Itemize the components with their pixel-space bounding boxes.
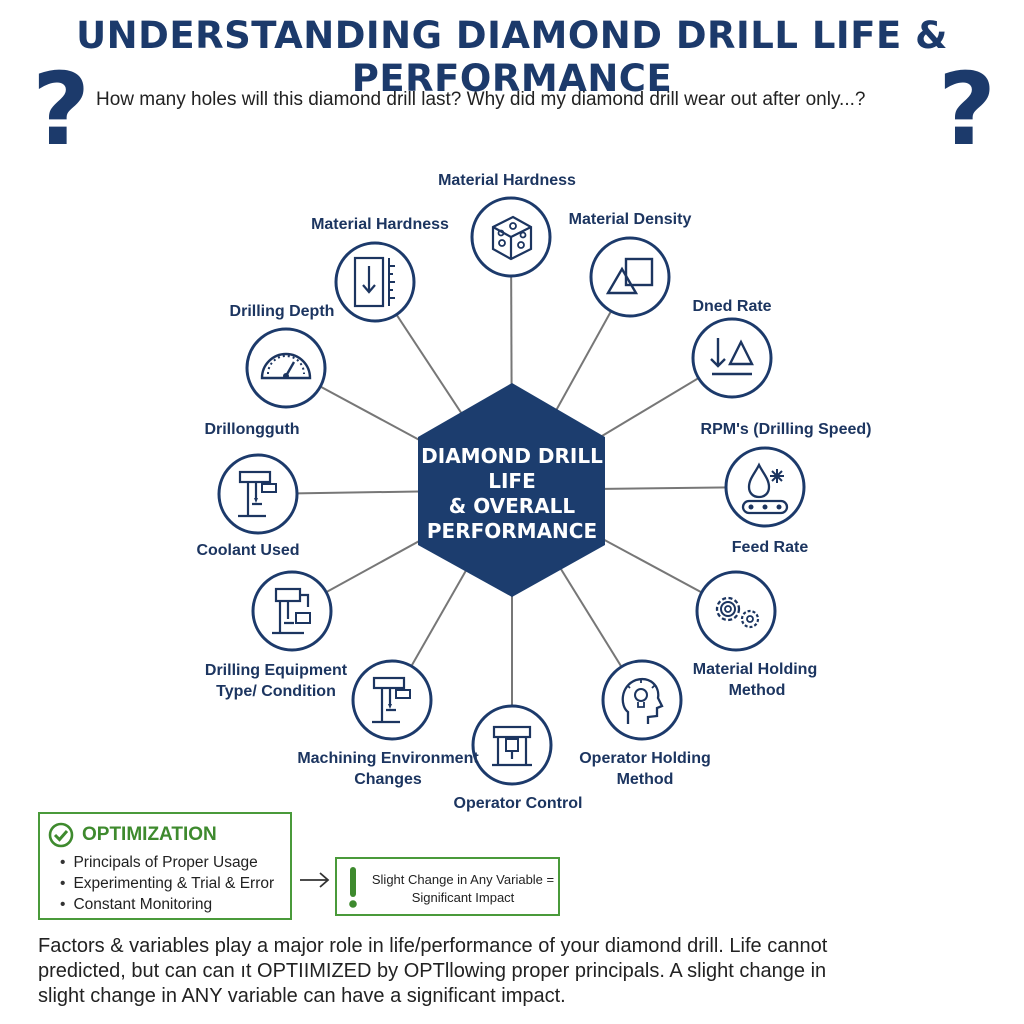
factor-label: Dned Rate [692,298,771,315]
center-text-line: PERFORMANCE [427,519,597,543]
footer-line: slight change in ANY variable can have a… [38,985,566,1007]
list-item: Experimenting & Trial & Error [60,873,274,894]
optimization-box: OPTIMIZATION Principals of Proper Usage … [38,812,292,920]
list-item: Constant Monitoring [60,894,274,915]
factor-circle [695,570,777,652]
factor-label: Operator Holding [579,750,711,767]
question-mark-icon: ? [32,51,91,168]
factor-label: Method [617,771,674,788]
factor-circle [589,236,671,318]
page-title: UNDERSTANDING DIAMOND DRILL LIFE & PERFO… [76,14,948,100]
impact-line: Slight Change in Any Variable = [371,872,555,887]
factor-label: Drillongɡuth [204,421,299,438]
factor-label: Machining Environment [297,750,479,767]
factor-label: Drilling Depth [230,303,335,320]
impact-box: Slight Change in Any Variable = Signific… [335,857,560,916]
factor-circle [217,453,299,535]
center-text-line: LIFE [488,469,536,493]
factor-label: Material Hardness [311,216,449,233]
factor-label: Drilling Equipment [205,662,348,679]
optimization-list: Principals of Proper Usage Experimenting… [60,852,274,915]
check-circle-icon [48,822,74,848]
list-item: Principals of Proper Usage [60,852,274,873]
factor-label: Changes [354,771,422,788]
arrow-right-icon [300,872,330,888]
factor-circle [724,446,806,528]
footer-text: Factors & variables play a major role in… [38,934,998,1009]
center-text-line: DIAMOND DRILL [421,444,603,468]
question-mark-icon: ? [938,51,997,168]
subtitle: How many holes will this diamond drill l… [96,89,866,110]
factor-circle [245,327,327,409]
factor-label: Operator Control [454,795,583,812]
factor-circle [334,241,416,323]
factor-label: Type/ Condition [216,683,336,700]
center-hexagon [418,383,605,597]
impact-text: Slight Change in Any Variable = Signific… [367,871,559,907]
factor-label: Material Density [569,211,692,228]
factor-label: Method [729,682,786,699]
exclamation-icon [349,867,357,908]
factor-label: Material Hardness [438,172,576,189]
factor-label: Feed Rate [732,539,809,556]
factor-circle [351,659,433,741]
impact-line: Significant Impact [411,890,515,905]
factor-label: Coolant Used [196,542,299,559]
factor-circle [471,704,553,786]
footer-line: Factors & variables play a major role in… [38,935,828,957]
center-text-line: & OVERALL [449,494,576,518]
factor-circle [251,570,333,652]
factor-label: Material Holding [693,661,817,678]
footer-line: predicted, but can can ıt OPTIIMIZED by … [38,960,827,982]
factor-label: RPM's (Drilling Speed) [701,421,872,438]
optimization-title: OPTIMIZATION [82,824,217,845]
